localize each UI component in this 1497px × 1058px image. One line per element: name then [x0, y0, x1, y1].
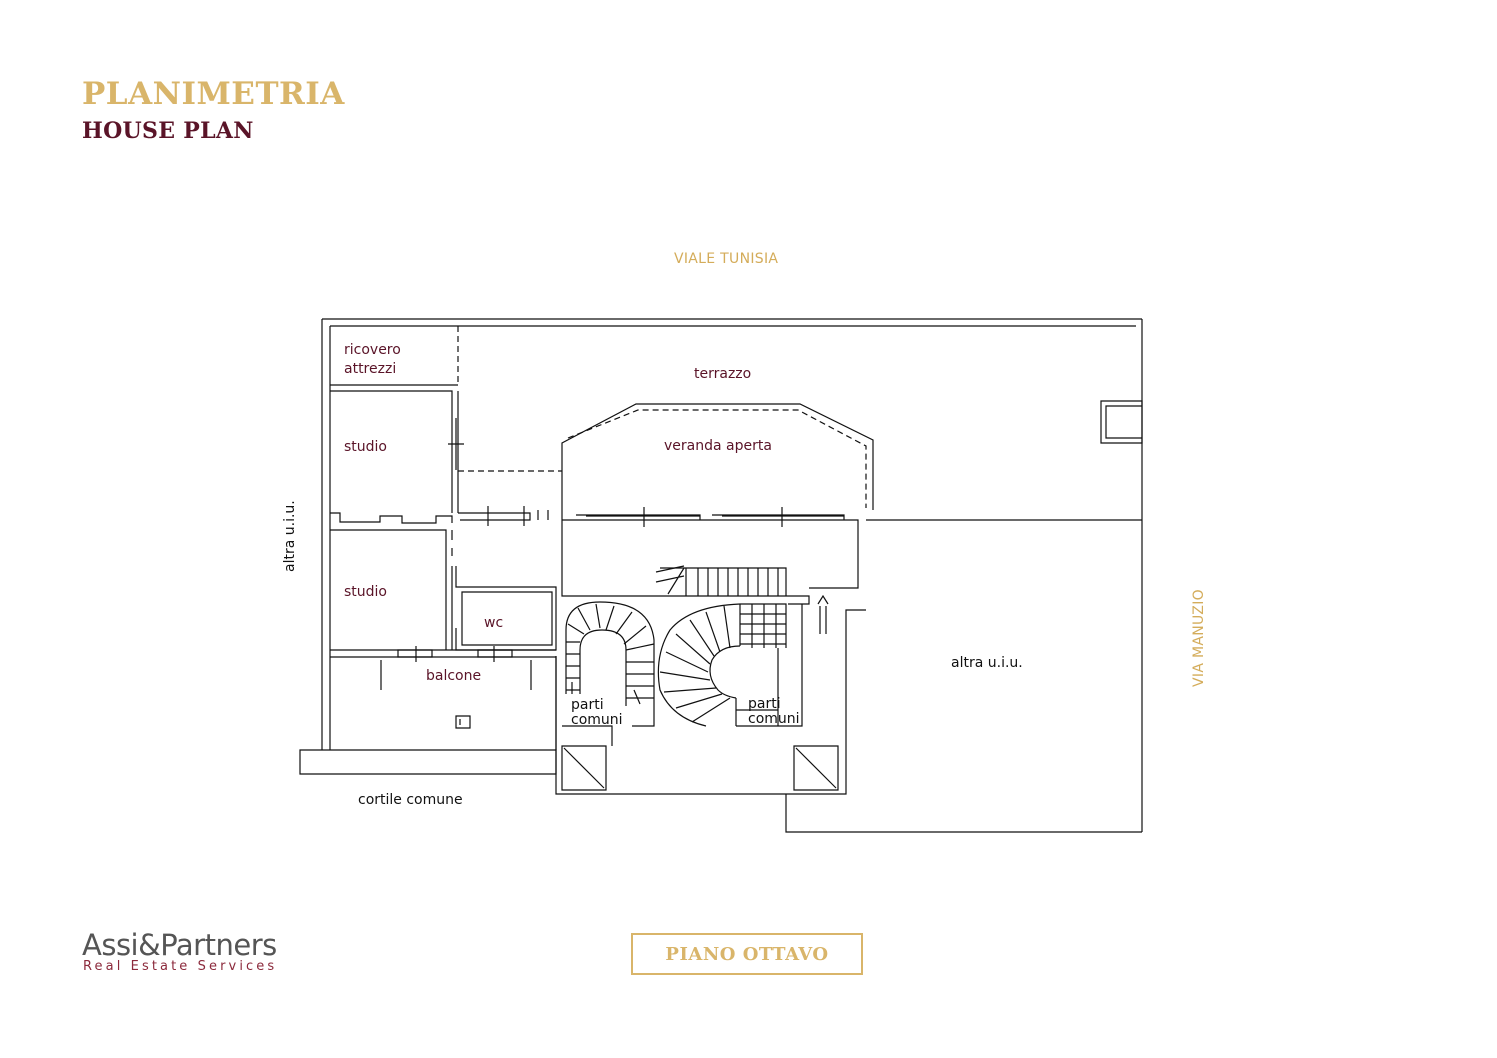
room-label-studio-top: studio: [344, 439, 387, 455]
window-veranda-1: [576, 514, 701, 520]
vent-balcone: [455, 715, 471, 729]
wall-parti-left: [562, 725, 613, 746]
stair-top-flight: [660, 567, 787, 596]
brand-logo-name: Assi&Partners: [82, 928, 277, 962]
stair-left-inner: [579, 629, 627, 706]
stair-left-rail: [571, 682, 641, 705]
wall-studio-bottom: [330, 529, 447, 650]
room-label-studio-bottom: studio: [344, 584, 387, 600]
railing-balcone: [380, 660, 532, 690]
wall-mid-1: [330, 512, 453, 524]
door-parti-right: [817, 594, 829, 634]
room-label-balcone: balcone: [426, 668, 481, 684]
street-label-north: VIALE TUNISIA: [674, 251, 779, 267]
room-label-altra-uiu-west: altra u.i.u.: [282, 500, 298, 572]
window-balcone-1: [397, 646, 433, 662]
wall-veranda: [561, 403, 874, 520]
room-label-parti-left-2: comuni: [571, 712, 623, 728]
floor-label: PIANO OTTAVO: [665, 943, 829, 965]
window-balcone-2: [477, 646, 513, 662]
wall-studio-top: [330, 390, 453, 513]
stair-right-inner: [709, 645, 741, 699]
stair-right-outer: [657, 603, 741, 727]
door-studio-top: [448, 418, 464, 470]
page-subtitle: HOUSE PLAN: [82, 118, 254, 144]
wall-veranda-dashed: [567, 409, 867, 508]
room-label-cortile: cortile comune: [358, 792, 463, 808]
floor-label-box: PIANO OTTAVO: [631, 933, 863, 975]
room-label-veranda: veranda aperta: [664, 438, 772, 454]
room-label-parti-left-1: parti: [571, 697, 604, 713]
room-label-ricovero-2: attrezzi: [344, 361, 396, 377]
room-label-terrazzo: terrazzo: [694, 366, 751, 382]
room-label-altra-uiu-east: altra u.i.u.: [951, 655, 1023, 671]
wall-parti-right: [778, 604, 803, 727]
room-label-wc: wc: [484, 615, 503, 631]
wall-cortile: [299, 749, 557, 775]
stair-left-outer: [565, 601, 655, 727]
wall-mid-3: [487, 506, 549, 526]
wall-altra-uiu: [785, 794, 1142, 833]
stair-right-down: [735, 648, 779, 727]
window-veranda-2: [712, 514, 845, 520]
room-label-parti-right-1: parti: [748, 696, 781, 712]
room-label-ricovero-1: ricovero: [344, 342, 401, 358]
wall-wc: [455, 566, 557, 651]
wall-veranda-south: [562, 519, 859, 589]
shaft-left: [561, 745, 607, 791]
wall-parti-comuni: [555, 609, 866, 795]
shaft-right: [793, 745, 839, 791]
wall-wc-inner: [461, 591, 553, 646]
room-label-parti-right-2: comuni: [748, 711, 800, 727]
wall-mid-2: [458, 512, 531, 521]
stair-right-treads: [659, 604, 741, 723]
page-title: PLANIMETRIA: [82, 76, 345, 112]
window-mullions: [643, 507, 783, 527]
stair-top-diag: [655, 565, 685, 595]
stair-right-flight: [740, 603, 787, 648]
chimney-east: [1100, 400, 1143, 444]
stair-left-treads: [566, 603, 655, 699]
brand-logo-tagline: Real Estate Services: [83, 959, 278, 974]
